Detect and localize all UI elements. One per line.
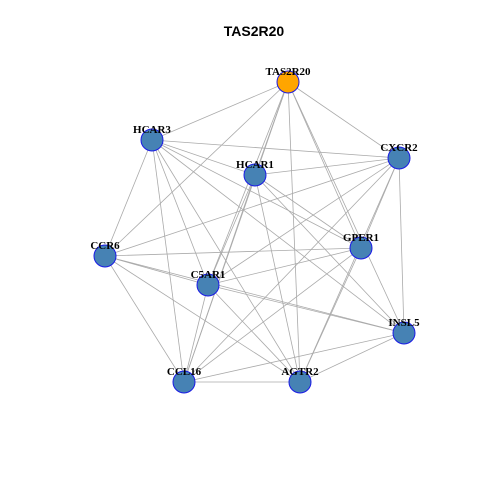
edge-hcar3-insl5 <box>151 139 405 334</box>
node-label-gper1: GPER1 <box>343 232 379 244</box>
edge-hcar3-gper1 <box>151 139 362 249</box>
edge-cxcr2-ccl16 <box>183 157 400 383</box>
edge-gper1-ccl16 <box>183 247 362 383</box>
node-c5ar1 <box>196 273 220 297</box>
edge-hcar3-agtr2 <box>151 139 301 383</box>
node-label-agtr2: AGTR2 <box>281 366 319 378</box>
edge-hcar1-ccl16 <box>183 174 256 383</box>
node-cxcr2 <box>387 146 411 170</box>
edge-cxcr2-c5ar1 <box>207 157 400 286</box>
edge-tas2r20-insl5 <box>287 81 405 334</box>
edge-hcar3-cxcr2 <box>151 139 400 159</box>
node-label-ccl16: CCL16 <box>167 366 202 378</box>
edge-hcar3-c5ar1 <box>151 139 209 286</box>
edge-hcar1-gper1 <box>254 174 362 249</box>
edge-cxcr2-insl5 <box>398 157 405 334</box>
edge-hcar1-agtr2 <box>254 174 301 383</box>
edge-c5ar1-ccl16 <box>183 284 209 383</box>
edge-tas2r20-ccr6 <box>104 81 289 257</box>
edge-hcar3-ccl16 <box>151 139 185 383</box>
edge-tas2r20-cxcr2 <box>287 81 400 159</box>
edge-hcar1-c5ar1 <box>207 174 256 286</box>
node-label-cxcr2: CXCR2 <box>380 142 418 154</box>
edge-cxcr2-hcar1 <box>254 157 400 176</box>
edge-cxcr2-agtr2 <box>299 157 400 383</box>
node-ccr6 <box>93 244 117 268</box>
node-gper1 <box>349 236 373 260</box>
edge-cxcr2-ccr6 <box>104 157 400 257</box>
node-insl5 <box>392 321 416 345</box>
edge-ccr6-insl5 <box>104 255 405 334</box>
edge-gper1-c5ar1 <box>207 247 362 286</box>
edge-hcar3-ccr6 <box>104 139 153 257</box>
edge-ccr6-ccl16 <box>104 255 185 383</box>
edge-insl5-ccl16 <box>183 332 405 383</box>
edge-c5ar1-insl5 <box>207 284 405 334</box>
edge-hcar1-insl5 <box>254 174 405 334</box>
edge-group <box>104 81 405 383</box>
node-tas2r20 <box>276 70 300 94</box>
edge-c5ar1-agtr2 <box>207 284 301 383</box>
node-label-hcar1: HCAR1 <box>236 159 274 171</box>
edge-insl5-agtr2 <box>299 332 405 383</box>
edge-gper1-ccr6 <box>104 247 362 257</box>
edge-tas2r20-agtr2 <box>287 81 301 383</box>
node-label-hcar3: HCAR3 <box>133 124 171 136</box>
node-label-tas2r20: TAS2R20 <box>265 66 311 78</box>
node-label-c5ar1: C5AR1 <box>191 269 226 281</box>
edge-ccr6-agtr2 <box>104 255 301 383</box>
node-group <box>93 70 416 394</box>
edge-hcar3-hcar1 <box>151 139 256 176</box>
node-agtr2 <box>288 370 312 394</box>
node-ccl16 <box>172 370 196 394</box>
label-group: TAS2R20HCAR3CXCR2HCAR1GPER1CCR6C5AR1INSL… <box>90 66 420 378</box>
node-label-insl5: INSL5 <box>388 317 420 329</box>
diagram-title: TAS2R20 <box>224 23 285 39</box>
node-hcar1 <box>243 163 267 187</box>
node-label-ccr6: CCR6 <box>90 240 120 252</box>
node-hcar3 <box>140 128 164 152</box>
edge-tas2r20-gper1 <box>287 81 362 249</box>
edge-tas2r20-hcar3 <box>151 81 289 141</box>
